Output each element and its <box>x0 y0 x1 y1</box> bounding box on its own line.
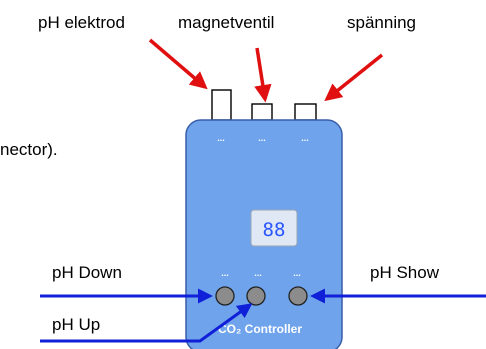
button-dots-2: ... <box>254 268 262 278</box>
label-spanning: spänning <box>347 13 416 32</box>
port-dots-1: ... <box>217 133 225 143</box>
ph-show-button[interactable] <box>288 286 308 306</box>
label-ph-show: pH Show <box>370 263 440 282</box>
label-connector-fragment: nector). <box>0 140 58 159</box>
connector-ph-elektrod <box>211 89 232 121</box>
ph-down-button[interactable] <box>215 286 235 306</box>
arrow-ph-up <box>40 303 253 343</box>
ph-up-button[interactable] <box>246 286 266 306</box>
connector-spanning <box>294 103 317 121</box>
arrow-ph-elektrod <box>148 38 208 90</box>
arrow-spanning <box>324 53 384 102</box>
connector-magnetventil <box>251 103 273 121</box>
port-dots-2: ... <box>258 133 266 143</box>
arrow-magnetventil <box>254 47 272 103</box>
lcd-display-value: 88 <box>263 219 286 241</box>
button-dots-1: ... <box>221 268 229 278</box>
port-dots-3: ... <box>301 133 309 143</box>
lcd-display <box>250 209 298 247</box>
device-title: CO₂ Controller <box>218 322 302 336</box>
label-ph-elektrod: pH elektrod <box>38 13 125 32</box>
button-dots-3: ... <box>293 268 301 278</box>
label-ph-up: pH Up <box>52 315 100 334</box>
label-ph-down: pH Down <box>52 263 122 282</box>
label-magnetventil: magnetventil <box>178 13 274 32</box>
